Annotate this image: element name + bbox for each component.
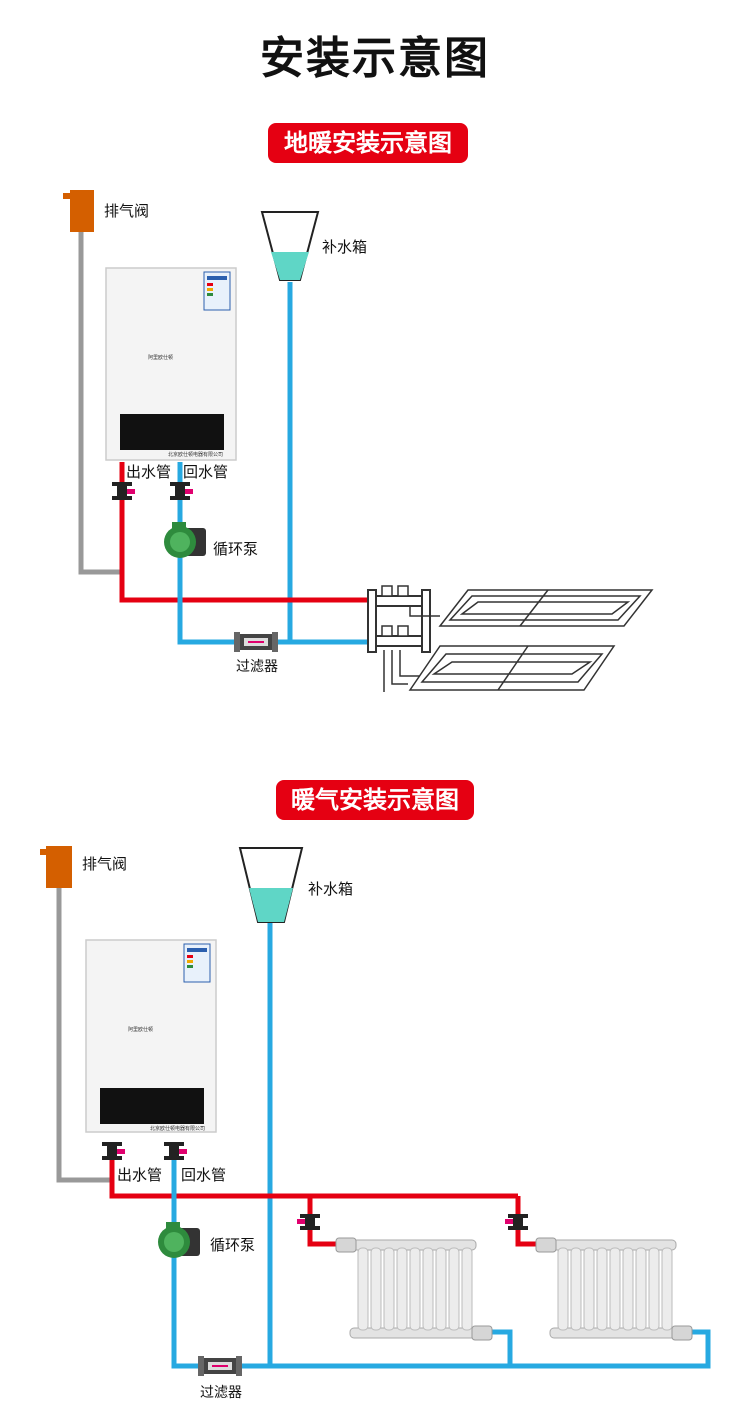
outlet-label: 出水管 (117, 1166, 163, 1184)
vent-pipe (56, 886, 112, 1183)
outlet-valve-icon (102, 1142, 125, 1160)
filter-icon (234, 632, 278, 652)
filter-icon (198, 1356, 242, 1376)
radiator-heating-badge: 暖气安装示意图 (276, 780, 474, 820)
outlet-valve-icon (112, 482, 135, 500)
radiator-1-icon (335, 1237, 493, 1341)
tank-label: 补水箱 (322, 238, 368, 256)
vent-valve-label: 排气阀 (82, 855, 128, 873)
vent-pipe (78, 228, 122, 575)
return-label: 回水管 (183, 463, 229, 481)
radiator-1-valve-icon (297, 1214, 320, 1230)
floor-heating-diagram (63, 190, 654, 692)
outlet-pipe (109, 1160, 518, 1199)
boiler-maker: 北京欧仕顿电器有限公司 (150, 1126, 206, 1132)
boiler (105, 267, 237, 461)
pump-label: 循环泵 (210, 1236, 256, 1254)
page-title: 安装示意图 (260, 33, 490, 84)
outlet-label: 出水管 (126, 463, 172, 481)
return-valve-icon (170, 482, 193, 500)
boiler (85, 939, 217, 1133)
radiator-2-supply (515, 1196, 540, 1247)
filter-label: 过滤器 (200, 1385, 242, 1401)
water-tank-icon (238, 847, 304, 923)
pump-icon (164, 522, 206, 558)
water-tank-icon (260, 211, 320, 281)
radiator-1-return (488, 1329, 513, 1366)
manifold-icon (367, 585, 431, 653)
outlet-pipe (119, 462, 372, 603)
boiler-maker: 北京欧仕顿电器有限公司 (168, 452, 224, 458)
return-valve-icon (164, 1142, 187, 1160)
boiler-brand: 阿里欧仕顿 (148, 355, 174, 361)
floor-heating-badge: 地暖安装示意图 (268, 123, 468, 163)
vent-valve-icon (40, 846, 72, 888)
radiator-2-return (510, 1329, 711, 1369)
vent-valve-icon (63, 190, 94, 232)
pump-icon (158, 1222, 200, 1258)
radiator-heating-diagram (40, 846, 711, 1376)
return-pipe (177, 462, 372, 645)
radiator-2-valve-icon (505, 1214, 528, 1230)
radiator-2-icon (535, 1237, 693, 1341)
tank-label: 补水箱 (308, 880, 354, 898)
vent-valve-label: 排气阀 (104, 202, 150, 220)
pump-label: 循环泵 (213, 540, 259, 558)
boiler-brand: 阿里欧仕顿 (128, 1027, 154, 1033)
return-label: 回水管 (181, 1166, 227, 1184)
filter-label: 过滤器 (236, 659, 278, 675)
floor-coil-icon (383, 589, 654, 692)
radiator-1-supply (307, 1196, 340, 1247)
